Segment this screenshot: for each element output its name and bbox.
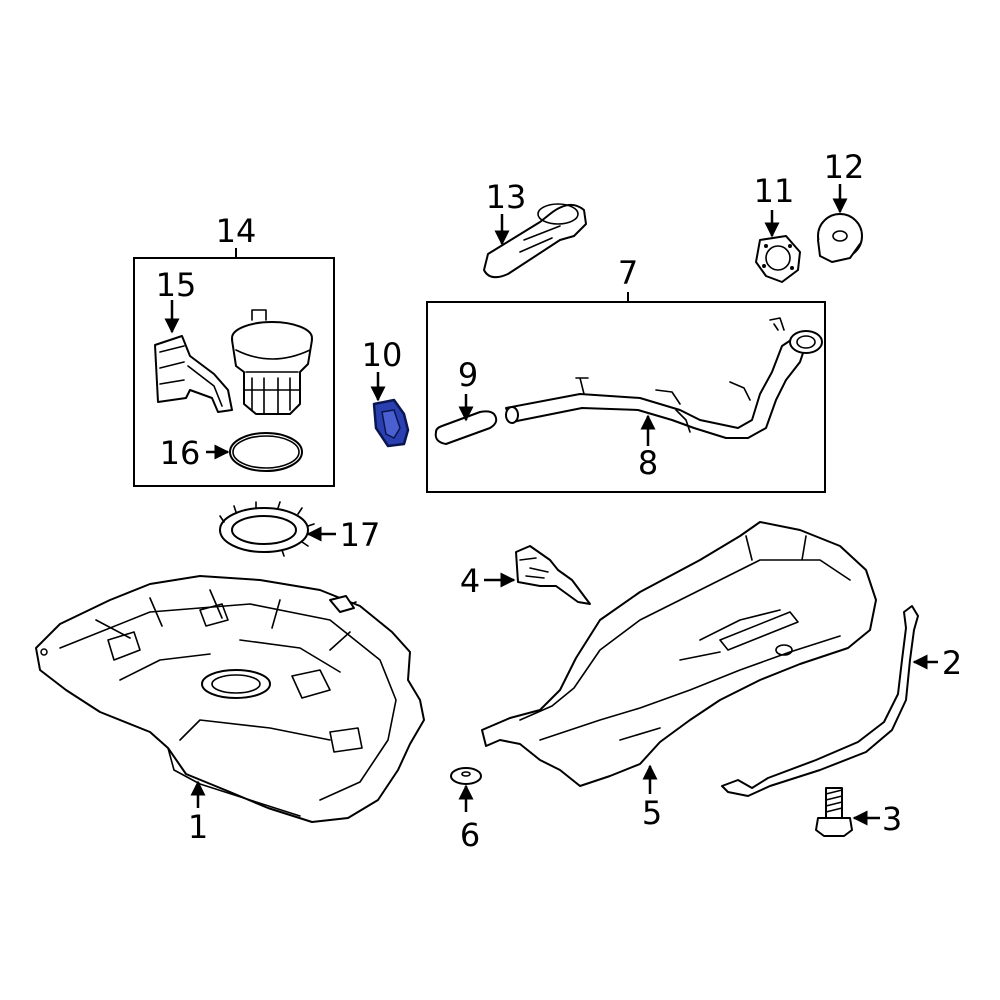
callout-labels: 1 2 3 4 5 6 7 8 9 10 11 12 13 14 15 16 1… (156, 148, 963, 854)
callout-15[interactable]: 15 (156, 266, 197, 304)
callout-7[interactable]: 7 (618, 254, 638, 292)
callout-17[interactable]: 17 (340, 516, 381, 554)
part-15-bracket[interactable] (154, 335, 233, 413)
part-3-bolt[interactable] (815, 787, 853, 837)
callout-9[interactable]: 9 (458, 356, 478, 394)
callout-3[interactable]: 3 (882, 800, 902, 838)
callout-6[interactable]: 6 (460, 816, 480, 854)
filler-pipe-group-box (426, 292, 826, 493)
callout-8[interactable]: 8 (638, 444, 658, 482)
part-5-heat-shield[interactable] (481, 521, 877, 787)
callout-11[interactable]: 11 (754, 172, 795, 210)
part-8-filler-pipe[interactable] (505, 317, 823, 439)
callout-10[interactable]: 10 (362, 336, 403, 374)
part-4-bracket[interactable] (515, 545, 591, 605)
callout-1[interactable]: 1 (188, 808, 208, 846)
callout-13[interactable]: 13 (486, 178, 527, 216)
callout-2[interactable]: 2 (942, 644, 962, 682)
part-12-fuel-cap[interactable] (817, 213, 863, 263)
callout-5[interactable]: 5 (642, 794, 662, 832)
callout-12[interactable]: 12 (824, 148, 865, 186)
part-1-fuel-tank[interactable] (35, 575, 425, 823)
part-17-lock-ring[interactable] (219, 501, 315, 557)
fuel-pump-module[interactable] (231, 309, 313, 415)
part-9-hose[interactable] (434, 410, 498, 445)
callout-14[interactable]: 14 (216, 212, 257, 250)
part-10-gasket-highlighted[interactable] (372, 398, 410, 448)
part-6-washer[interactable] (450, 767, 482, 785)
part-16-o-ring[interactable] (229, 432, 303, 472)
fuel-pump-group-box (133, 248, 335, 487)
callout-4[interactable]: 4 (460, 562, 480, 600)
part-13-filler-inlet[interactable] (483, 203, 587, 279)
callout-16[interactable]: 16 (160, 434, 201, 472)
part-11-seal-plate[interactable] (755, 235, 801, 283)
leader-arrows (164, 184, 938, 826)
part-2-strap[interactable] (721, 605, 919, 797)
